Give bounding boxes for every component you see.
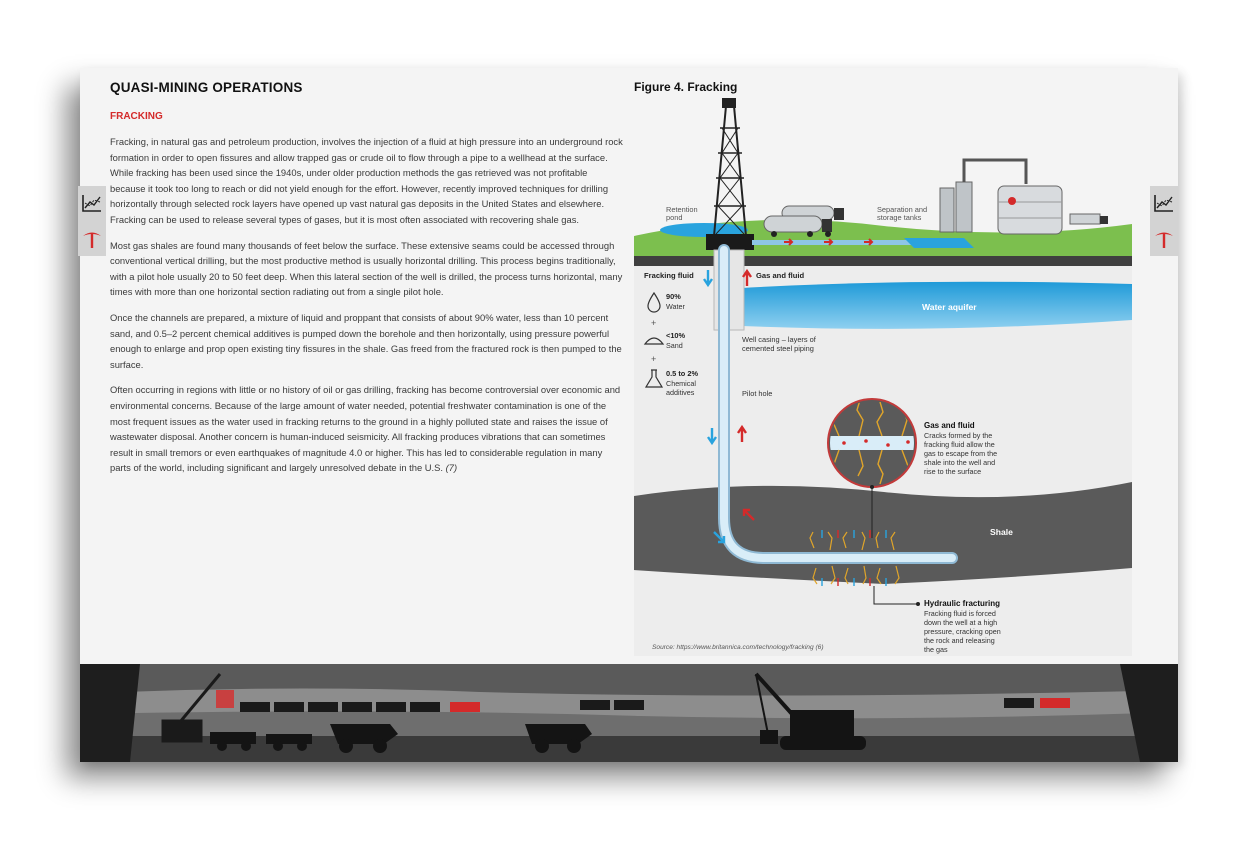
retention-pond <box>660 223 748 237</box>
surface-flow-arrows <box>784 238 874 246</box>
paragraph-2: Most gas shales are found many thousands… <box>110 239 623 298</box>
well-casing-label-2: cemented steel piping <box>742 344 814 353</box>
hf-desc-5: the gas <box>924 645 948 654</box>
gas-fluid-desc-3: gas to escape from the <box>924 449 997 458</box>
mining-illustration-strip <box>80 664 1178 762</box>
tanker-trucks <box>763 205 844 237</box>
fracture-arrows <box>821 530 887 586</box>
hf-desc-4: the rock and releasing <box>924 636 995 645</box>
shale-layer <box>634 482 1132 584</box>
figure-title: Figure 4. Fracking <box>634 80 738 94</box>
gas-fluid-arrow <box>742 268 752 286</box>
gas-and-fluid-label: Gas and fluid <box>756 271 804 280</box>
separation-tanks-label-1: Separation and <box>877 205 927 214</box>
body-text: Fracking, in natural gas and petroleum p… <box>110 134 624 486</box>
curve-arrow-red <box>742 508 755 521</box>
left-side-tab[interactable] <box>78 186 106 256</box>
right-side-tab[interactable] <box>1150 186 1178 256</box>
fracking-fluid-label: Fracking fluid <box>644 271 694 280</box>
topsoil-band <box>634 256 1132 266</box>
retention-pond-label-2: pond <box>666 213 682 222</box>
paragraph-1: Fracking, in natural gas and petroleum p… <box>110 136 623 225</box>
sand-pile-icon <box>643 337 665 345</box>
down-arrow-blue <box>707 428 717 446</box>
figure-source: Source: https://www.britannica.com/techn… <box>652 644 824 651</box>
plus-sign-2: + <box>651 354 656 364</box>
gas-fluid-desc-1: Cracks formed by the <box>924 431 992 440</box>
fracking-fluid-arrow <box>703 270 713 288</box>
water-drop-icon <box>647 291 661 313</box>
water-aquifer-label: Water aquifer <box>922 302 977 312</box>
retention-pond-label-1: Retention <box>666 205 698 214</box>
gas-fluid-title: Gas and fluid <box>924 421 975 430</box>
storage-pond <box>904 238 974 248</box>
paragraph-4-text: Often occurring in regions with little o… <box>110 384 621 474</box>
section-heading: QUASI-MINING OPERATIONS <box>110 80 303 95</box>
water-label: Water <box>666 302 686 311</box>
hf-desc-3: pressure, cracking open <box>924 627 1001 636</box>
fracking-diagram: Retention pond Separation and storage ta… <box>634 98 1134 658</box>
sub-heading: FRACKING <box>110 111 163 122</box>
water-aquifer <box>742 281 1132 329</box>
gas-fluid-desc-2: fracking fluid allow the <box>924 440 995 449</box>
separation-tanks-label-2: storage tanks <box>877 213 922 222</box>
paragraph-3: Once the channels are prepared, a mixtur… <box>110 311 622 370</box>
well-pipe <box>720 246 956 562</box>
pilot-hole-label: Pilot hole <box>742 389 772 398</box>
hf-desc-1: Fracking fluid is forced <box>924 609 996 618</box>
flask-icon <box>644 369 664 388</box>
paragraph-4: Often occurring in regions with little o… <box>110 382 624 476</box>
up-arrow-red <box>737 424 747 442</box>
chart-icon <box>1154 195 1173 212</box>
surface-pipe <box>752 240 922 245</box>
fluid-mixture-legend: 90% Water + <10% Sand + 0.5 to 2% Chemic… <box>643 291 698 397</box>
chart-icon <box>82 195 101 212</box>
plus-sign-1: + <box>651 318 656 328</box>
fracture-zone <box>809 531 900 585</box>
hf-leader-dot <box>916 602 920 606</box>
separation-tanks <box>939 158 1108 235</box>
gas-fluid-desc-5: rise to the surface <box>924 467 981 476</box>
pickaxe-icon <box>83 232 101 248</box>
drilling-rig <box>706 98 754 250</box>
gas-fluid-desc-4: shale into the well and <box>924 458 995 467</box>
curve-arrow-blue <box>713 531 726 544</box>
chemical-label-1: Chemical <box>666 379 696 388</box>
hf-title: Hydraulic fracturing <box>924 599 1000 608</box>
hf-desc-2: down the well at a high <box>924 618 997 627</box>
chemical-percent: 0.5 to 2% <box>666 369 698 378</box>
grass-surface <box>634 219 1132 256</box>
sand-percent: <10% <box>666 331 686 340</box>
sand-label: Sand <box>666 341 683 350</box>
hf-leader-line <box>873 586 918 605</box>
pickaxe-icon <box>1155 232 1173 248</box>
citation: (7) <box>445 462 458 474</box>
well-casing-label-1: Well casing – layers of <box>742 335 817 344</box>
magnified-view <box>827 398 917 538</box>
shale-label: Shale <box>990 527 1013 537</box>
chemical-label-2: additives <box>666 388 695 397</box>
water-percent: 90% <box>666 292 681 301</box>
